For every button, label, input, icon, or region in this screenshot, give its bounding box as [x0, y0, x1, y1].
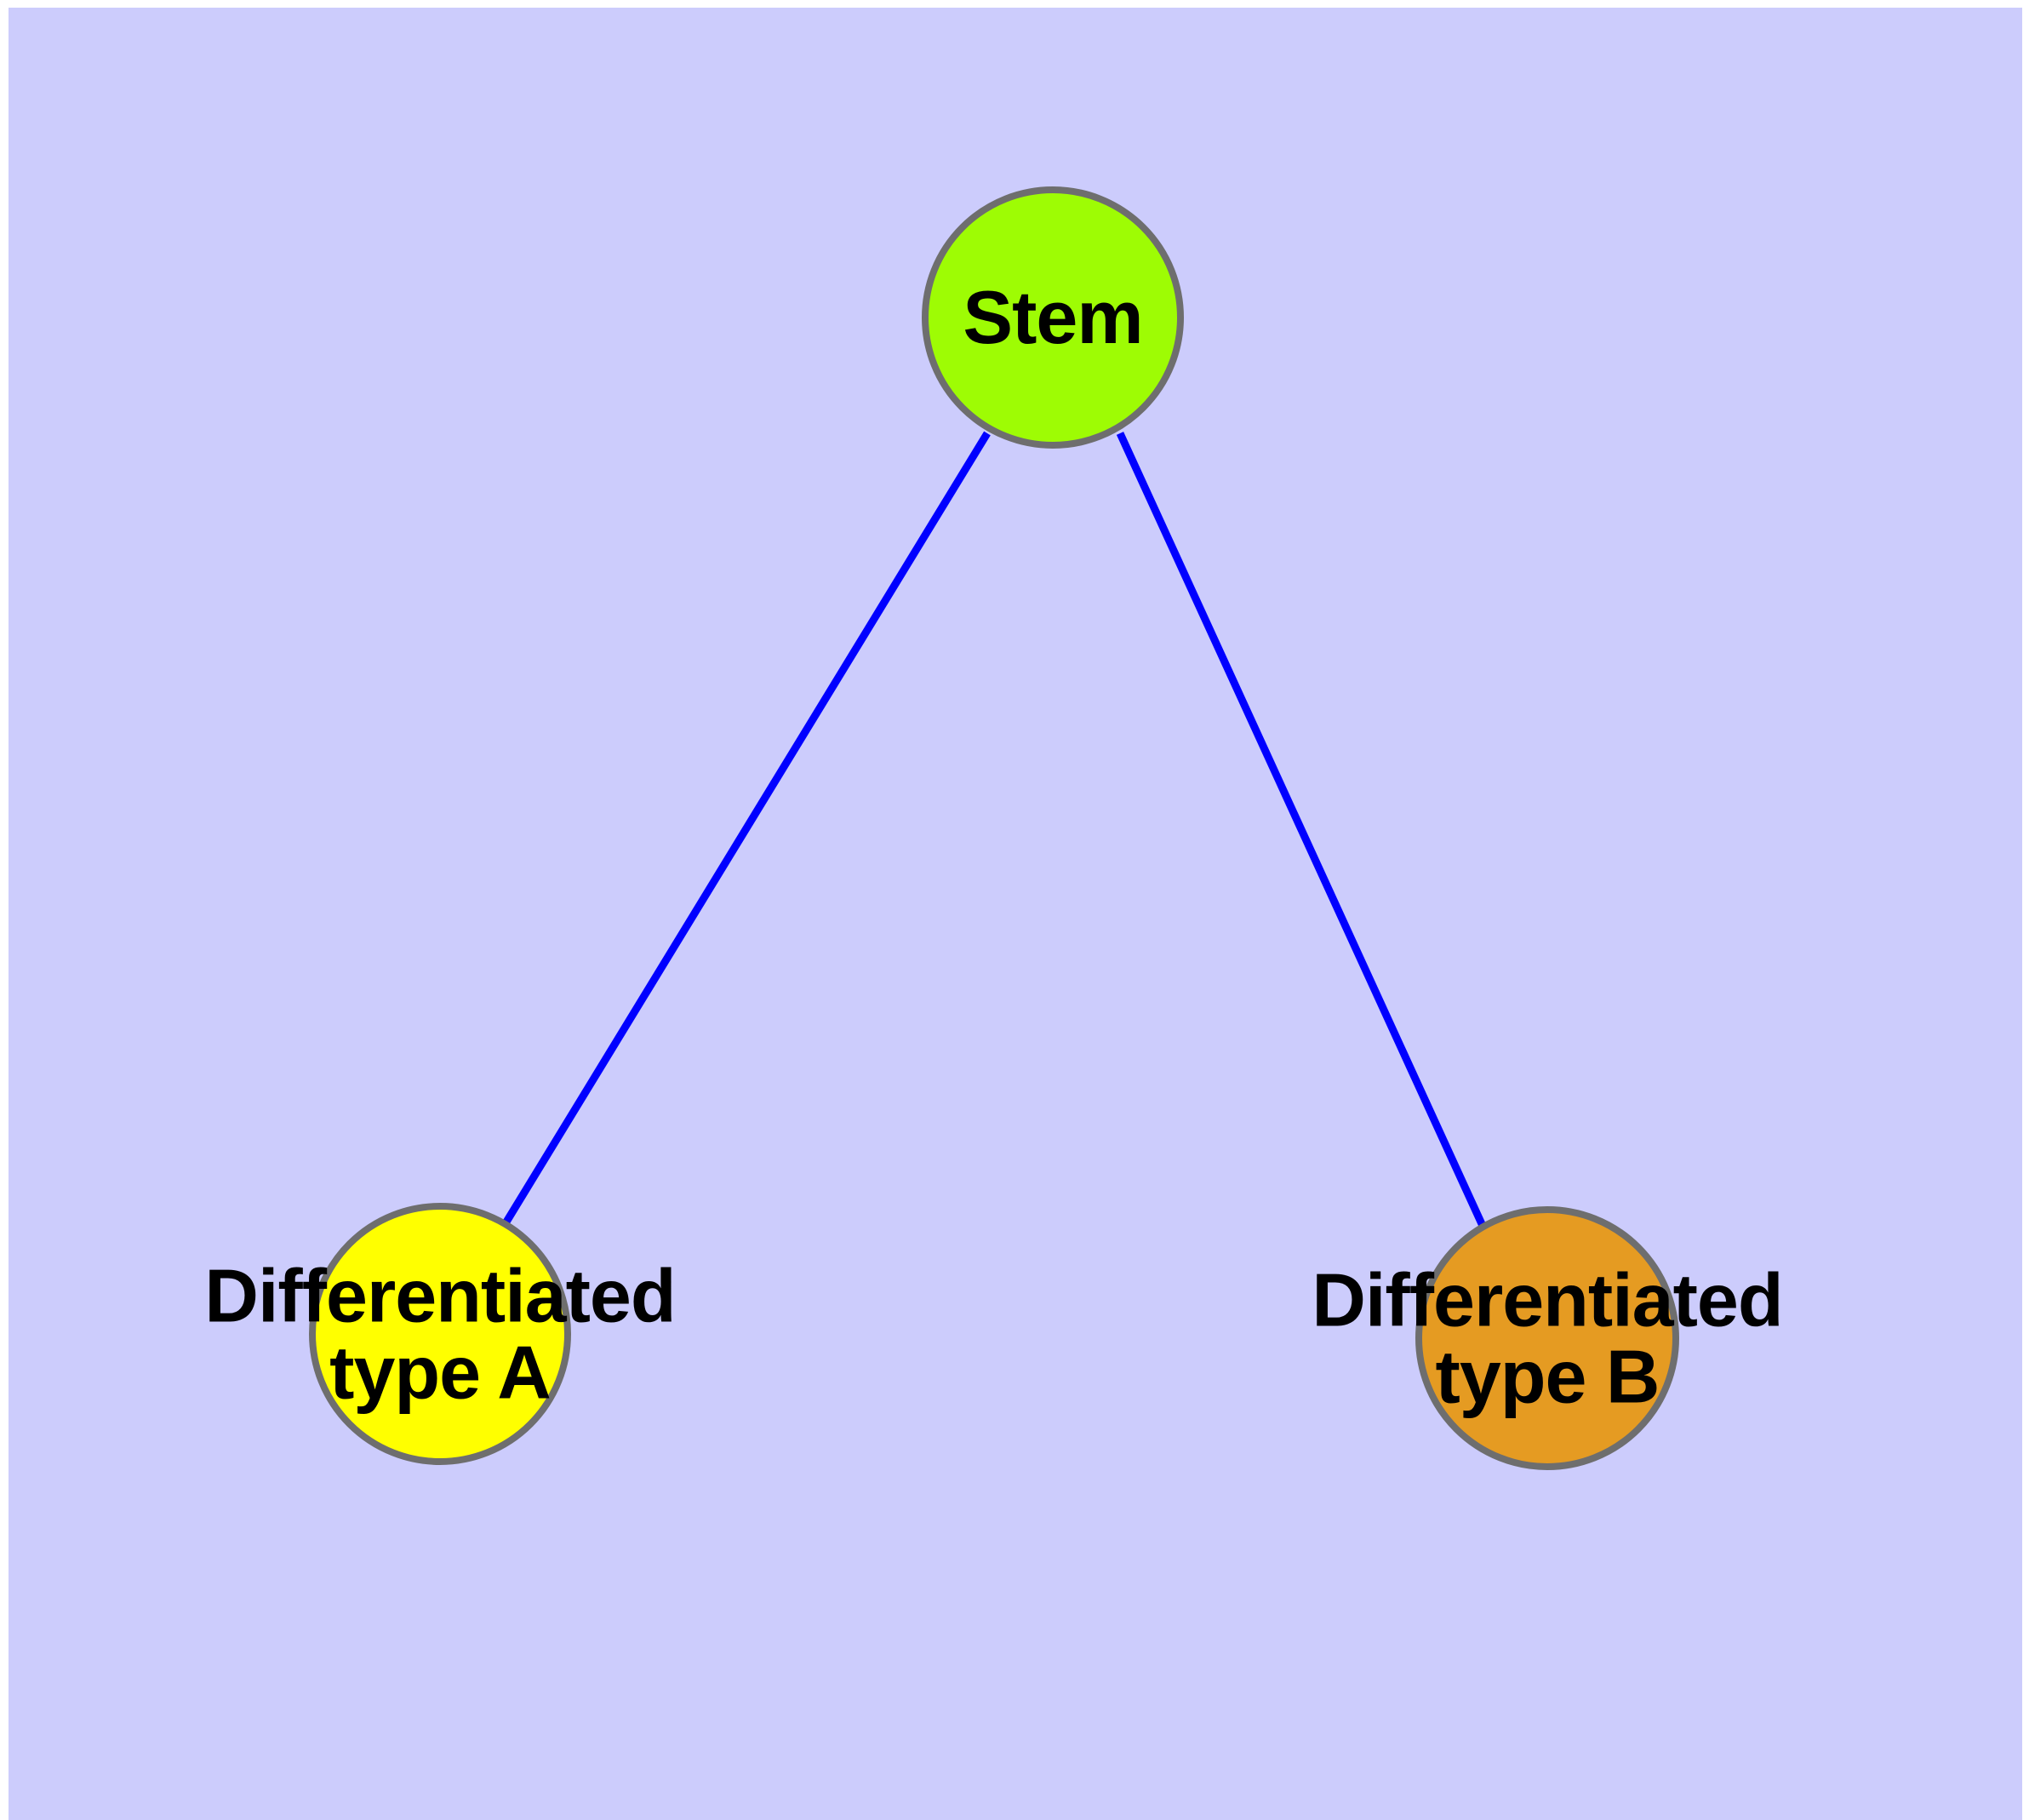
nodes-group [309, 186, 1679, 1470]
graph-node-diff_a[interactable] [309, 1203, 571, 1465]
graph-edge-stem-diff_b[interactable] [1116, 432, 1487, 1228]
graph-edge-stem-diff_a[interactable] [502, 431, 991, 1226]
edges-group [502, 431, 1487, 1228]
graph-node-stem[interactable] [922, 186, 1184, 449]
graph-node-diff_b[interactable] [1415, 1206, 1679, 1470]
